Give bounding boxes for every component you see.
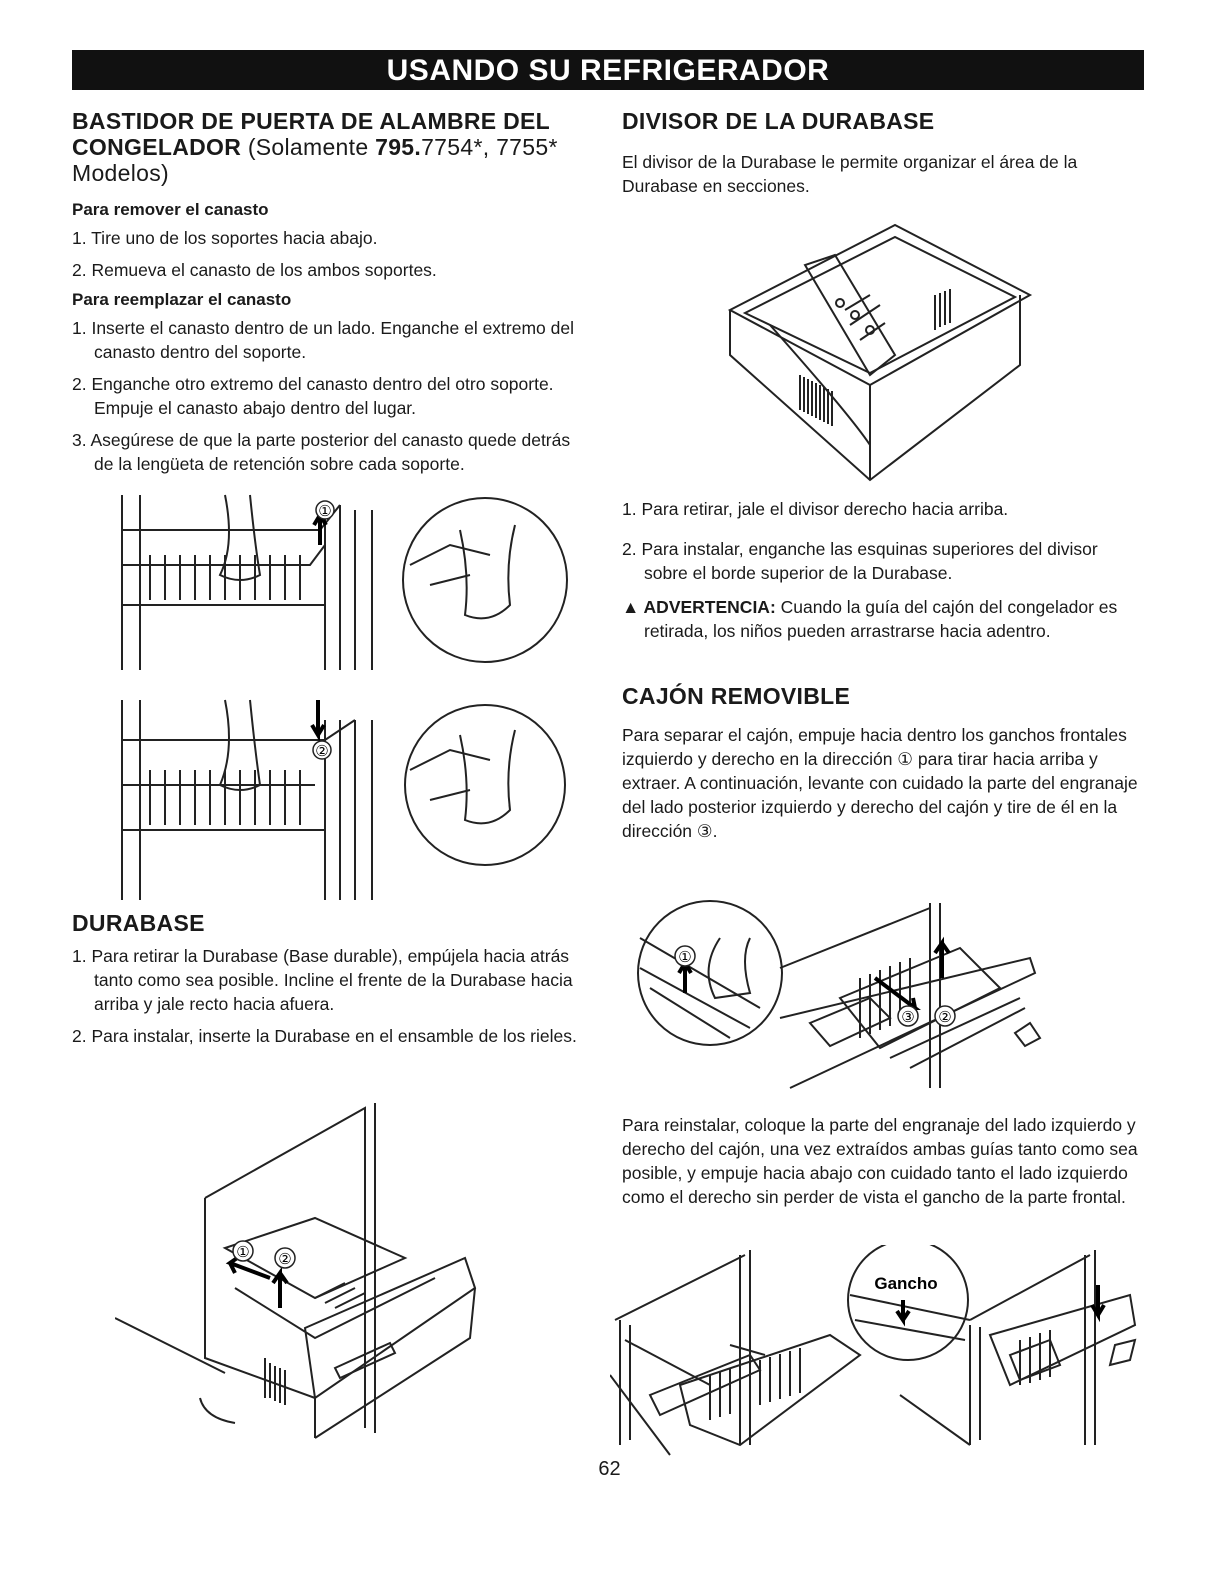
list-item: 3. Asegúrese de que la parte posterior d… <box>72 430 571 474</box>
warning-label: ADVERTENCIA: <box>643 597 776 617</box>
remove-basket-heading: Para remover el canasto <box>72 200 269 219</box>
section-title-door-rack: BASTIDOR DE PUERTA DE ALAMBRE DEL CONGEL… <box>72 108 592 186</box>
callout-1: ① <box>236 1243 249 1261</box>
section-title-removable-drawer: CAJÓN REMOVIBLE <box>622 683 851 709</box>
reinstall-text: Para reinstalar, coloque la parte del en… <box>622 1115 1138 1207</box>
warning-paragraph: ▲ ADVERTENCIA: Cuando la guía del cajón … <box>622 595 1144 643</box>
door-rack-illustration-2: ② <box>121 699 566 900</box>
section-title-divider: DIVISOR DE LA DURABASE <box>622 108 935 134</box>
list-item: 1. Tire uno de los soportes hacia abajo. <box>72 228 378 248</box>
page-header-banner: USANDO SU REFRIGERADOR <box>72 50 1144 90</box>
callout-2: ② <box>278 1250 291 1268</box>
removable-drawer-section: CAJÓN REMOVIBLE Para separar el cajón, e… <box>622 683 1144 843</box>
warning-text: Cuando la guía del cajón del congelador … <box>644 597 1118 641</box>
right-column: DIVISOR DE LA DURABASE El divisor de la … <box>622 108 1144 198</box>
list-item: 1. Inserte el canasto dentro de un lado.… <box>72 318 574 362</box>
replace-steps-list: 1. Inserte el canasto dentro de un lado.… <box>72 316 592 476</box>
divider-steps-list: 1. Para retirar, jale el divisor derecho… <box>622 497 1144 585</box>
durabase-steps-list: 1. Para retirar la Durabase (Base durabl… <box>72 944 592 1048</box>
drawer-removal-illustration: ① ② ③ <box>637 900 1042 1089</box>
callout-2: ② <box>315 742 328 760</box>
callout-1: ① <box>678 948 691 966</box>
list-item: 1. Para retirar, jale el divisor derecho… <box>622 499 1009 519</box>
page-number: 62 <box>598 1458 621 1480</box>
section-title-durabase: DURABASE <box>72 910 205 936</box>
title-bold-part: BASTIDOR DE PUERTA DE ALAMBRE DEL CONGEL… <box>72 108 550 160</box>
list-item: 2. Remueva el canasto de los ambos sopor… <box>72 260 437 280</box>
durabase-illustration: ① ② <box>115 1103 477 1439</box>
callout-1: ① <box>318 502 331 520</box>
callout-2: ② <box>938 1008 951 1026</box>
reinstall-paragraph-block: Para reinstalar, coloque la parte del en… <box>622 1113 1144 1209</box>
list-item: 2. Para instalar, enganche las esquinas … <box>622 539 1098 583</box>
durabase-divider-illustration <box>727 223 1033 482</box>
list-item: 1. Para retirar la Durabase (Base durabl… <box>72 946 573 1014</box>
left-column: BASTIDOR DE PUERTA DE ALAMBRE DEL CONGEL… <box>72 108 592 484</box>
replace-basket-heading: Para reemplazar el canasto <box>72 290 292 309</box>
drawer-intro: Para separar el cajón, empuje hacia dent… <box>622 725 1138 841</box>
list-item: 2. Enganche otro extremo del canasto den… <box>72 374 554 418</box>
door-rack-illustration-1: ① <box>121 494 568 670</box>
warning-icon: ▲ <box>622 597 644 617</box>
title-model-bold: 795. <box>375 134 422 160</box>
divider-steps-block: 1. Para retirar, jale el divisor derecho… <box>622 497 1144 643</box>
drawer-reinstall-illustration: Gancho <box>610 1245 1137 1456</box>
title-normal-part: (Solamente <box>241 134 376 160</box>
list-item: 2. Para instalar, inserte la Durabase en… <box>72 1026 577 1046</box>
title-models-normal: 7754*, 7755* Modelos) <box>72 134 558 186</box>
divider-intro: El divisor de la Durabase le permite org… <box>622 152 1078 196</box>
callout-3: ③ <box>901 1008 914 1026</box>
durabase-section: DURABASE 1. Para retirar la Durabase (Ba… <box>72 910 592 1056</box>
remove-steps-list: 1. Tire uno de los soportes hacia abajo.… <box>72 226 592 282</box>
hook-label: Gancho <box>874 1274 937 1293</box>
